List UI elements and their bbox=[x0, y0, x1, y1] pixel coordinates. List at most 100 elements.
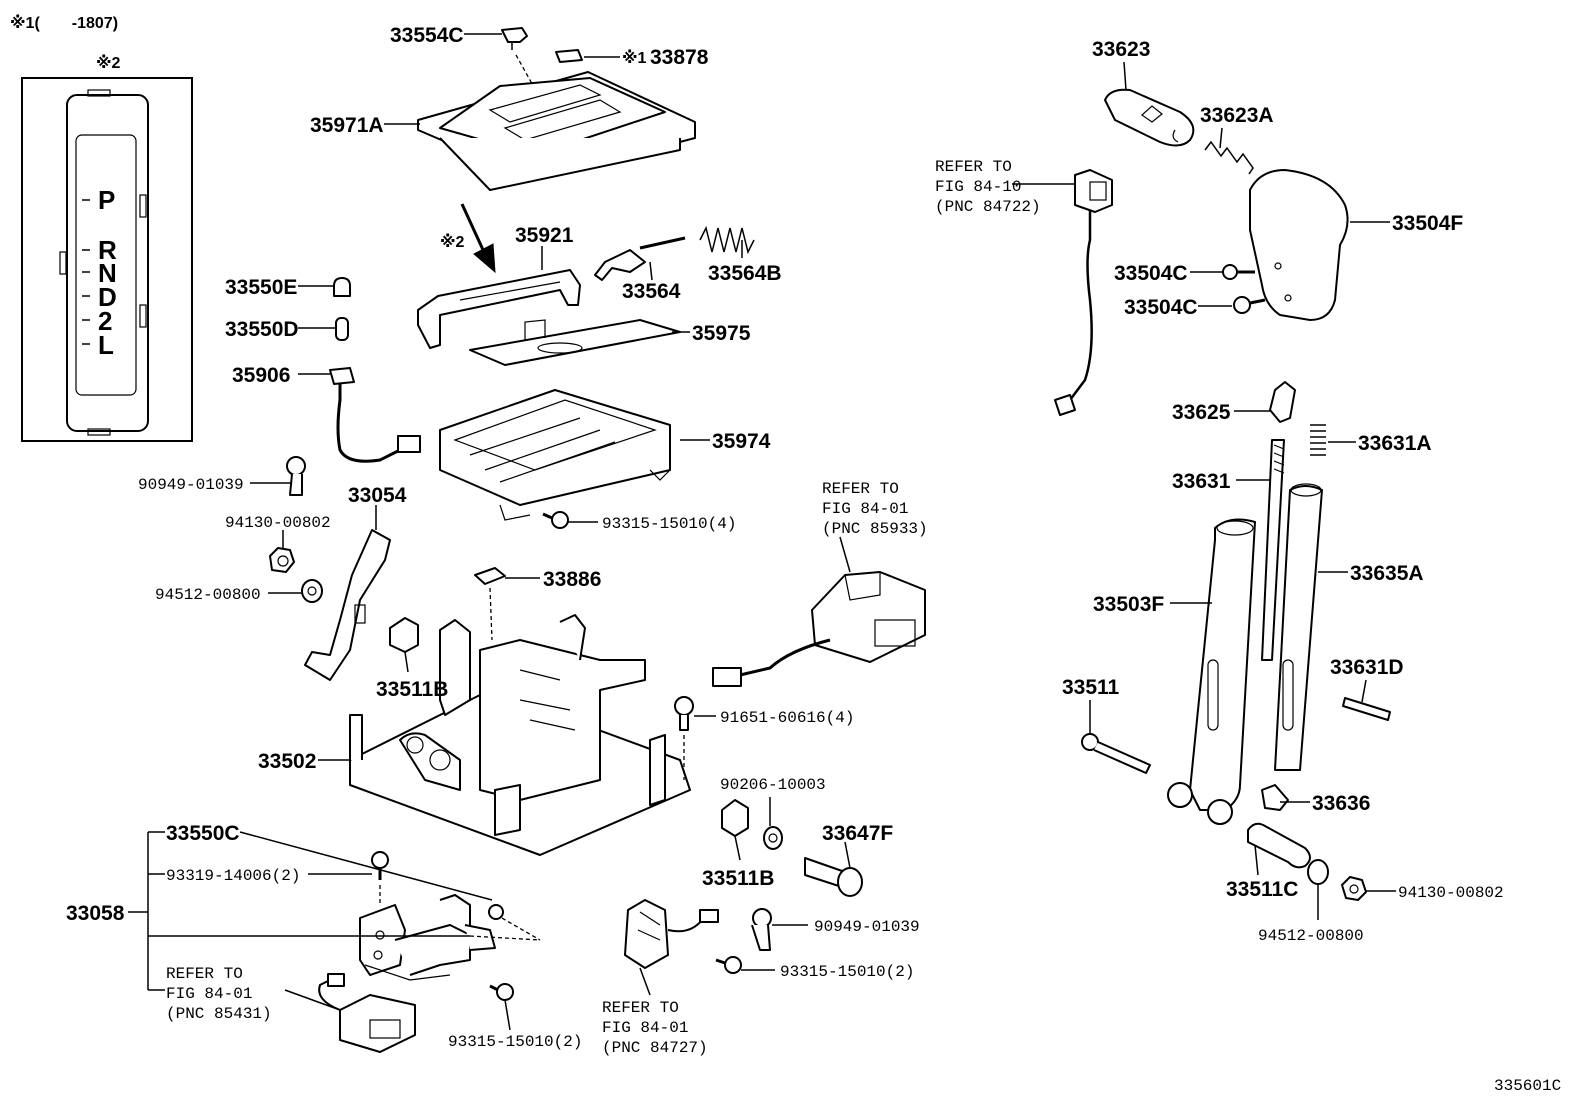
refer-85933-line3: (PNC 85933) bbox=[822, 520, 928, 538]
gate-r: R bbox=[98, 235, 117, 265]
label-33511: 33511 bbox=[1062, 676, 1120, 699]
switch-85933-drawing bbox=[712, 571, 926, 687]
screw-33504c-a-drawing bbox=[1222, 264, 1255, 280]
label-33631: 33631 bbox=[1172, 470, 1231, 493]
refer-84727-line2: FIG 84-01 bbox=[602, 1019, 688, 1037]
gate-p: P bbox=[98, 185, 115, 215]
label-94512-00800-b: 94512-00800 bbox=[1258, 927, 1364, 945]
pad-33878-drawing bbox=[555, 49, 583, 63]
sensor-84727-drawing bbox=[624, 899, 719, 969]
label-33625: 33625 bbox=[1172, 401, 1231, 424]
label-33504f: 33504F bbox=[1392, 212, 1463, 235]
label-93319-14006-2: 93319-14006(2) bbox=[166, 867, 300, 885]
label-33550d: 33550D bbox=[225, 318, 299, 341]
label-93315-15010-2b: 93315-15010(2) bbox=[448, 1033, 582, 1051]
label-33503f: 33503F bbox=[1093, 593, 1164, 616]
label-33564b: 33564B bbox=[708, 262, 782, 285]
refer-85431-line2: FIG 84-01 bbox=[166, 985, 252, 1003]
bracket-33054-drawing bbox=[304, 529, 391, 681]
solenoid-85431-drawing bbox=[318, 973, 416, 1053]
gate-d: D bbox=[98, 282, 117, 312]
gate-l: L bbox=[98, 330, 114, 360]
nut-94130-b-drawing bbox=[1341, 876, 1367, 901]
label-94130-00802-a: 94130-00802 bbox=[225, 514, 331, 532]
housing-35974-drawing bbox=[439, 389, 671, 521]
label-33564: 33564 bbox=[622, 280, 681, 303]
label-35975: 35975 bbox=[692, 322, 751, 345]
label-33636: 33636 bbox=[1312, 792, 1370, 815]
label-91651-60616-4: 91651-60616(4) bbox=[720, 709, 854, 727]
label-90949-01039-b: 90949-01039 bbox=[814, 918, 920, 936]
label-33054: 33054 bbox=[348, 484, 407, 507]
bolt-33511-drawing bbox=[1081, 733, 1151, 774]
label-93315-15010-4: 93315-15010(4) bbox=[602, 515, 736, 533]
switch-84722-drawing bbox=[1054, 169, 1113, 416]
screw-93319-drawing bbox=[371, 851, 389, 905]
base-bracket-33502-drawing bbox=[349, 614, 691, 856]
label-94512-00800-a: 94512-00800 bbox=[155, 586, 261, 604]
plate-35975-drawing bbox=[469, 319, 681, 366]
bushing-33511b-drawing bbox=[389, 617, 419, 653]
refer-note-85933: REFER TO FIG 84-01 (PNC 85933) bbox=[822, 480, 928, 538]
clamp-90949-b-drawing bbox=[751, 908, 772, 951]
header-note: ※1( -1807) bbox=[10, 14, 118, 32]
label-90949-01039-a: 90949-01039 bbox=[138, 476, 244, 494]
label-33550e: 33550E bbox=[225, 276, 297, 299]
shift-gate-inset: P R N D 2 L bbox=[21, 77, 193, 442]
knob-33504f-drawing bbox=[1249, 169, 1349, 321]
pawl-33625-drawing bbox=[1269, 381, 1296, 423]
diagram-id: 335601C bbox=[1494, 1077, 1561, 1095]
screw-93315-4-drawing bbox=[542, 511, 569, 529]
gate-n: N bbox=[98, 258, 117, 288]
label-33511c: 33511C bbox=[1226, 878, 1298, 901]
collar-33511c-drawing bbox=[1247, 822, 1311, 869]
screw-91651-drawing bbox=[674, 696, 694, 780]
refer-85431-line3: (PNC 85431) bbox=[166, 1005, 272, 1023]
screw-33550c-drawing bbox=[488, 904, 541, 941]
washer-94512-drawing bbox=[301, 579, 323, 603]
bulb-33550e-drawing bbox=[333, 277, 351, 297]
label-33511b-b: 33511B bbox=[702, 867, 774, 890]
socket-35906-drawing bbox=[329, 367, 421, 463]
pad-33886-drawing bbox=[474, 567, 506, 641]
label-33635a: 33635A bbox=[1350, 562, 1424, 585]
label-33886: 33886 bbox=[543, 568, 601, 591]
label-35971a: 35971A bbox=[310, 114, 384, 137]
label-90206-10003: 90206-10003 bbox=[720, 776, 826, 794]
gate-2: 2 bbox=[98, 306, 112, 336]
label-35906: 35906 bbox=[232, 364, 290, 387]
label-33623a: 33623A bbox=[1200, 104, 1274, 127]
pin-33647f-drawing bbox=[804, 857, 863, 897]
washer-90206-drawing bbox=[763, 826, 783, 850]
tube-33635a-drawing bbox=[1274, 483, 1323, 771]
refer-84722-line1: REFER TO bbox=[935, 158, 1012, 176]
label-33504c-a: 33504C bbox=[1114, 262, 1188, 285]
lever-33564-drawing bbox=[594, 236, 686, 281]
label-33631a: 33631A bbox=[1358, 432, 1432, 455]
label-33511b-a: 33511B bbox=[376, 678, 448, 701]
spring-33631a-drawing bbox=[1310, 424, 1326, 456]
label-33647f: 33647F bbox=[822, 822, 893, 845]
refer-note-85431: REFER TO FIG 84-01 (PNC 85431) bbox=[166, 965, 272, 1023]
rod-33631-drawing bbox=[1261, 439, 1285, 661]
screw-33504c-b-drawing bbox=[1233, 296, 1266, 314]
refer-84722-line3: (PNC 84722) bbox=[935, 198, 1041, 216]
bracket-35921-drawing bbox=[417, 269, 581, 349]
label-93315-15010-2a: 93315-15010(2) bbox=[780, 963, 914, 981]
part-labels: 33554C ※1 33878 35971A 35921 33564 33564… bbox=[66, 24, 1504, 1051]
screw-93315-2a-drawing bbox=[715, 956, 742, 974]
housing-35971a-drawing bbox=[417, 71, 696, 191]
refer-85933-line2: FIG 84-01 bbox=[822, 500, 908, 518]
solenoid-bracket-drawing bbox=[359, 894, 496, 981]
label-33504c-b: 33504C bbox=[1124, 296, 1198, 319]
washer-94512-b-drawing bbox=[1307, 859, 1329, 885]
clip-33636-drawing bbox=[1261, 784, 1289, 811]
label-35921: 35921 bbox=[515, 224, 574, 247]
refer-85933-line1: REFER TO bbox=[822, 480, 899, 498]
arrow-down bbox=[460, 203, 496, 274]
label-33878: 33878 bbox=[650, 46, 709, 69]
leader-lines bbox=[128, 33, 1396, 1031]
refer-note-84722: REFER TO FIG 84-10 (PNC 84722) bbox=[935, 158, 1041, 216]
clamp-90949-drawing bbox=[286, 456, 306, 496]
